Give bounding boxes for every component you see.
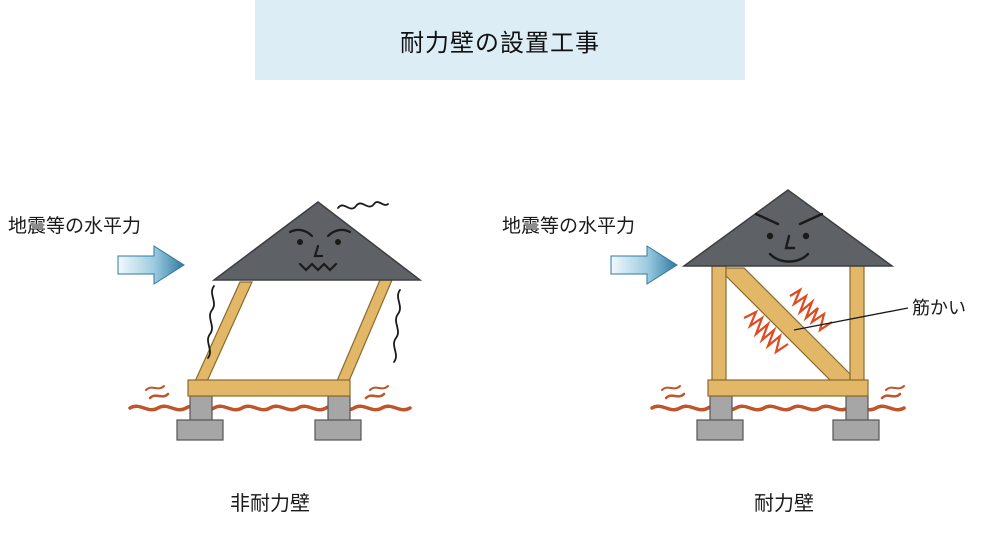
- right-stress-zigzag: [743, 287, 833, 355]
- title-banner: 耐力壁の設置工事: [255, 0, 745, 80]
- right-caption: 耐力壁: [754, 491, 814, 515]
- right-confident-face: [754, 212, 824, 263]
- right-frame-right-post: [849, 265, 865, 385]
- right-frame: [707, 265, 869, 397]
- left-ground-wave: [128, 385, 412, 412]
- right-diagram: 地震等の水平力: [502, 189, 966, 515]
- right-force-arrow: [610, 245, 678, 285]
- left-force-arrow: [117, 245, 185, 285]
- right-frame-brace: [725, 267, 851, 385]
- right-force-label: 地震等の水平力: [502, 215, 635, 237]
- right-frame-sill: [707, 379, 869, 397]
- left-frame-left-post: [191, 281, 253, 389]
- page-title: 耐力壁の設置工事: [400, 28, 600, 57]
- right-frame-left-post: [711, 265, 727, 385]
- left-frame-sill: [187, 379, 351, 397]
- left-foundation-left: [176, 395, 224, 441]
- left-frame-right-post: [333, 279, 393, 389]
- left-frame: [187, 279, 393, 397]
- right-roof: [681, 189, 895, 267]
- right-foundation-left: [696, 395, 744, 441]
- left-caption: 非耐力壁: [230, 491, 310, 515]
- left-foundation-right: [314, 395, 362, 441]
- left-worried-face: [288, 228, 352, 272]
- brace-label-leader: [793, 307, 909, 331]
- left-diagram: 地震等の水平力: [8, 201, 423, 515]
- left-roof: [211, 201, 423, 281]
- brace-label: 筋かい: [912, 298, 966, 319]
- left-force-label: 地震等の水平力: [8, 215, 141, 237]
- left-shake-lines: [207, 201, 401, 363]
- right-foundation-right: [832, 395, 880, 441]
